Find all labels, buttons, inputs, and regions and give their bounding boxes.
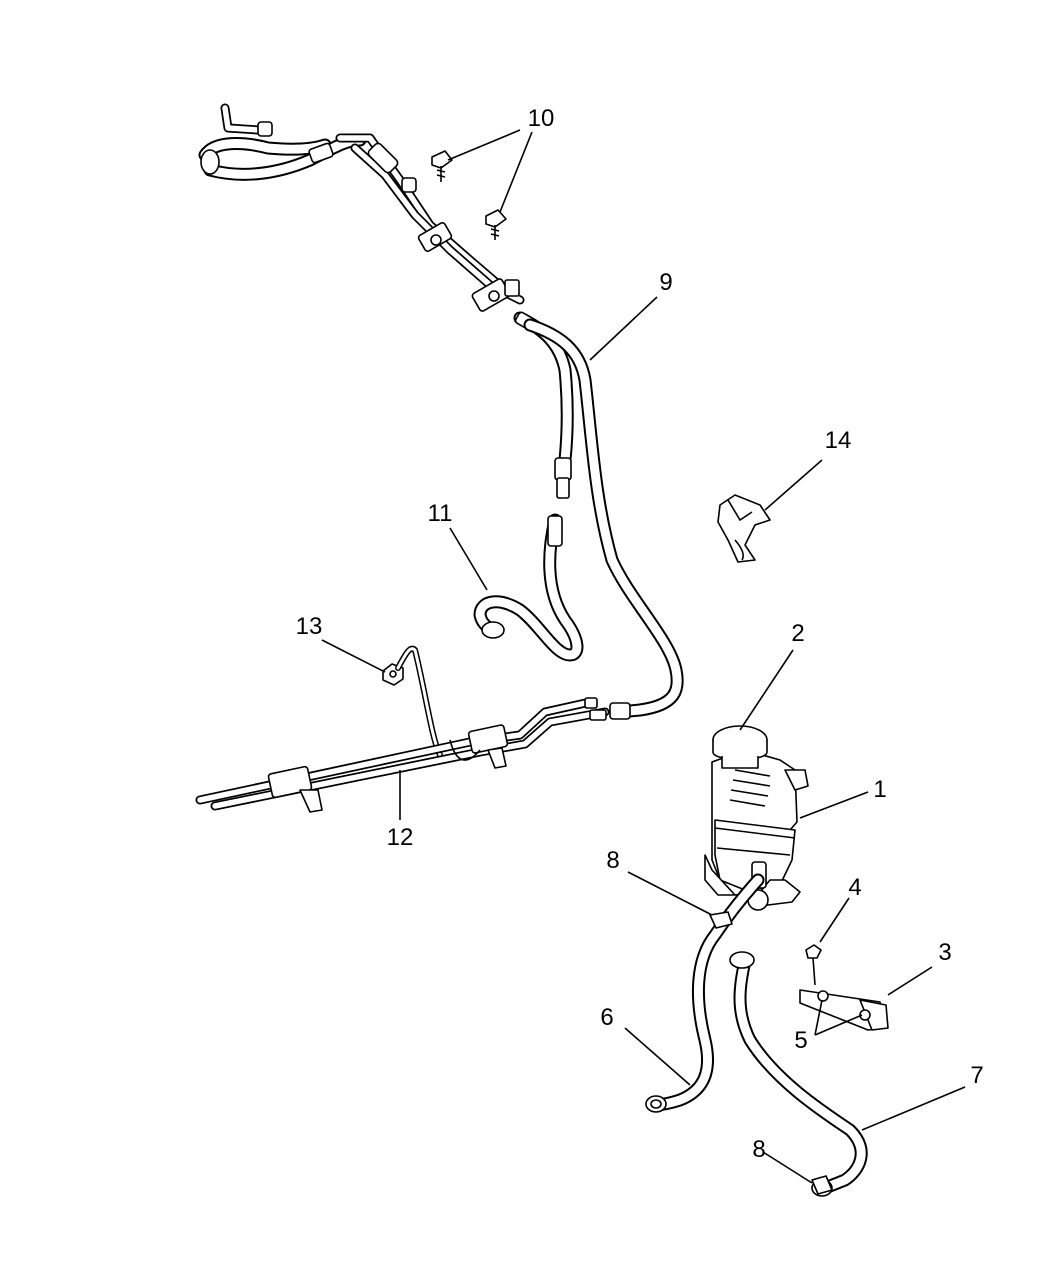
callout-2: 2 xyxy=(791,620,804,647)
reservoir-1 xyxy=(704,749,809,911)
hose-7 xyxy=(729,951,868,1197)
leader-lines xyxy=(321,129,966,1184)
callout-7: 7 xyxy=(970,1062,983,1089)
bolt-10-top xyxy=(431,150,453,182)
bracket-3 xyxy=(799,989,889,1031)
callout-8-bottom: 8 xyxy=(752,1136,765,1163)
callout-11: 11 xyxy=(428,500,453,527)
clamp-8-top xyxy=(709,911,733,929)
clamp-8-bottom xyxy=(811,1175,833,1195)
callout-9: 9 xyxy=(659,269,672,296)
cooler-tube-12 xyxy=(195,645,610,813)
bolt-10-bottom xyxy=(485,209,507,240)
callout-labels: 1 2 3 4 5 6 7 8 8 9 10 11 12 13 14 xyxy=(296,105,984,1163)
callout-5: 5 xyxy=(794,1027,807,1054)
callout-8-top: 8 xyxy=(606,847,619,874)
bolt-4 xyxy=(805,944,822,986)
callout-3: 3 xyxy=(938,939,951,966)
callout-13: 13 xyxy=(296,613,323,640)
reservoir-cap-2 xyxy=(712,725,768,769)
callout-12: 12 xyxy=(387,824,414,851)
hose-11 xyxy=(473,513,584,662)
hose-clip-14 xyxy=(717,494,771,563)
callout-6: 6 xyxy=(600,1004,613,1031)
callout-4: 4 xyxy=(848,874,861,901)
pressure-hose-assembly xyxy=(198,103,684,720)
callout-10: 10 xyxy=(528,105,555,132)
callout-14: 14 xyxy=(825,427,852,454)
callout-1: 1 xyxy=(873,776,886,803)
